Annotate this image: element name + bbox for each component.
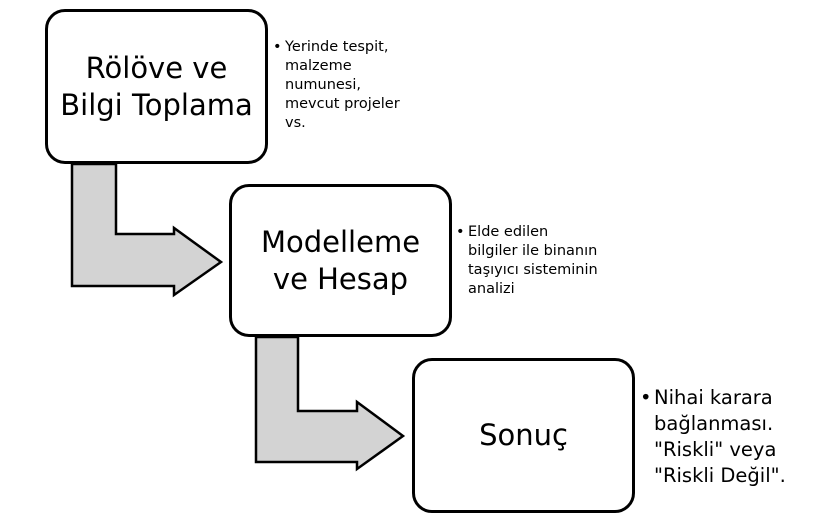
arrow-2-to-3 [254,335,406,472]
step-3-note-text: Nihai karara bağlanması. "Riskli" veya "… [654,386,786,487]
arrow-1-to-2 [70,162,224,298]
step-2-label: Modelleme ve Hesap [260,225,421,296]
step-2-note: • Elde edilen bilgiler ile binanın taşıy… [456,223,598,299]
step-1-label: Rölöve ve Bilgi Toplama [60,51,253,122]
step-1-note-text: Yerinde tespit, malzeme numunesi, mevcut… [285,39,400,131]
bullet-icon: • [273,39,282,55]
bullet-icon: • [640,386,652,409]
step-3-label: Sonuç [479,418,568,453]
bullet-icon: • [456,224,465,240]
step-box-2: Modelleme ve Hesap [229,184,452,337]
step-box-1: Rölöve ve Bilgi Toplama [45,9,268,164]
step-1-note: • Yerinde tespit, malzeme numunesi, mevc… [273,38,400,133]
step-3-note: • Nihai karara bağlanması. "Riskli" veya… [640,385,786,489]
step-box-3: Sonuç [412,358,635,513]
step-2-note-text: Elde edilen bilgiler ile binanın taşıyıc… [468,224,598,297]
